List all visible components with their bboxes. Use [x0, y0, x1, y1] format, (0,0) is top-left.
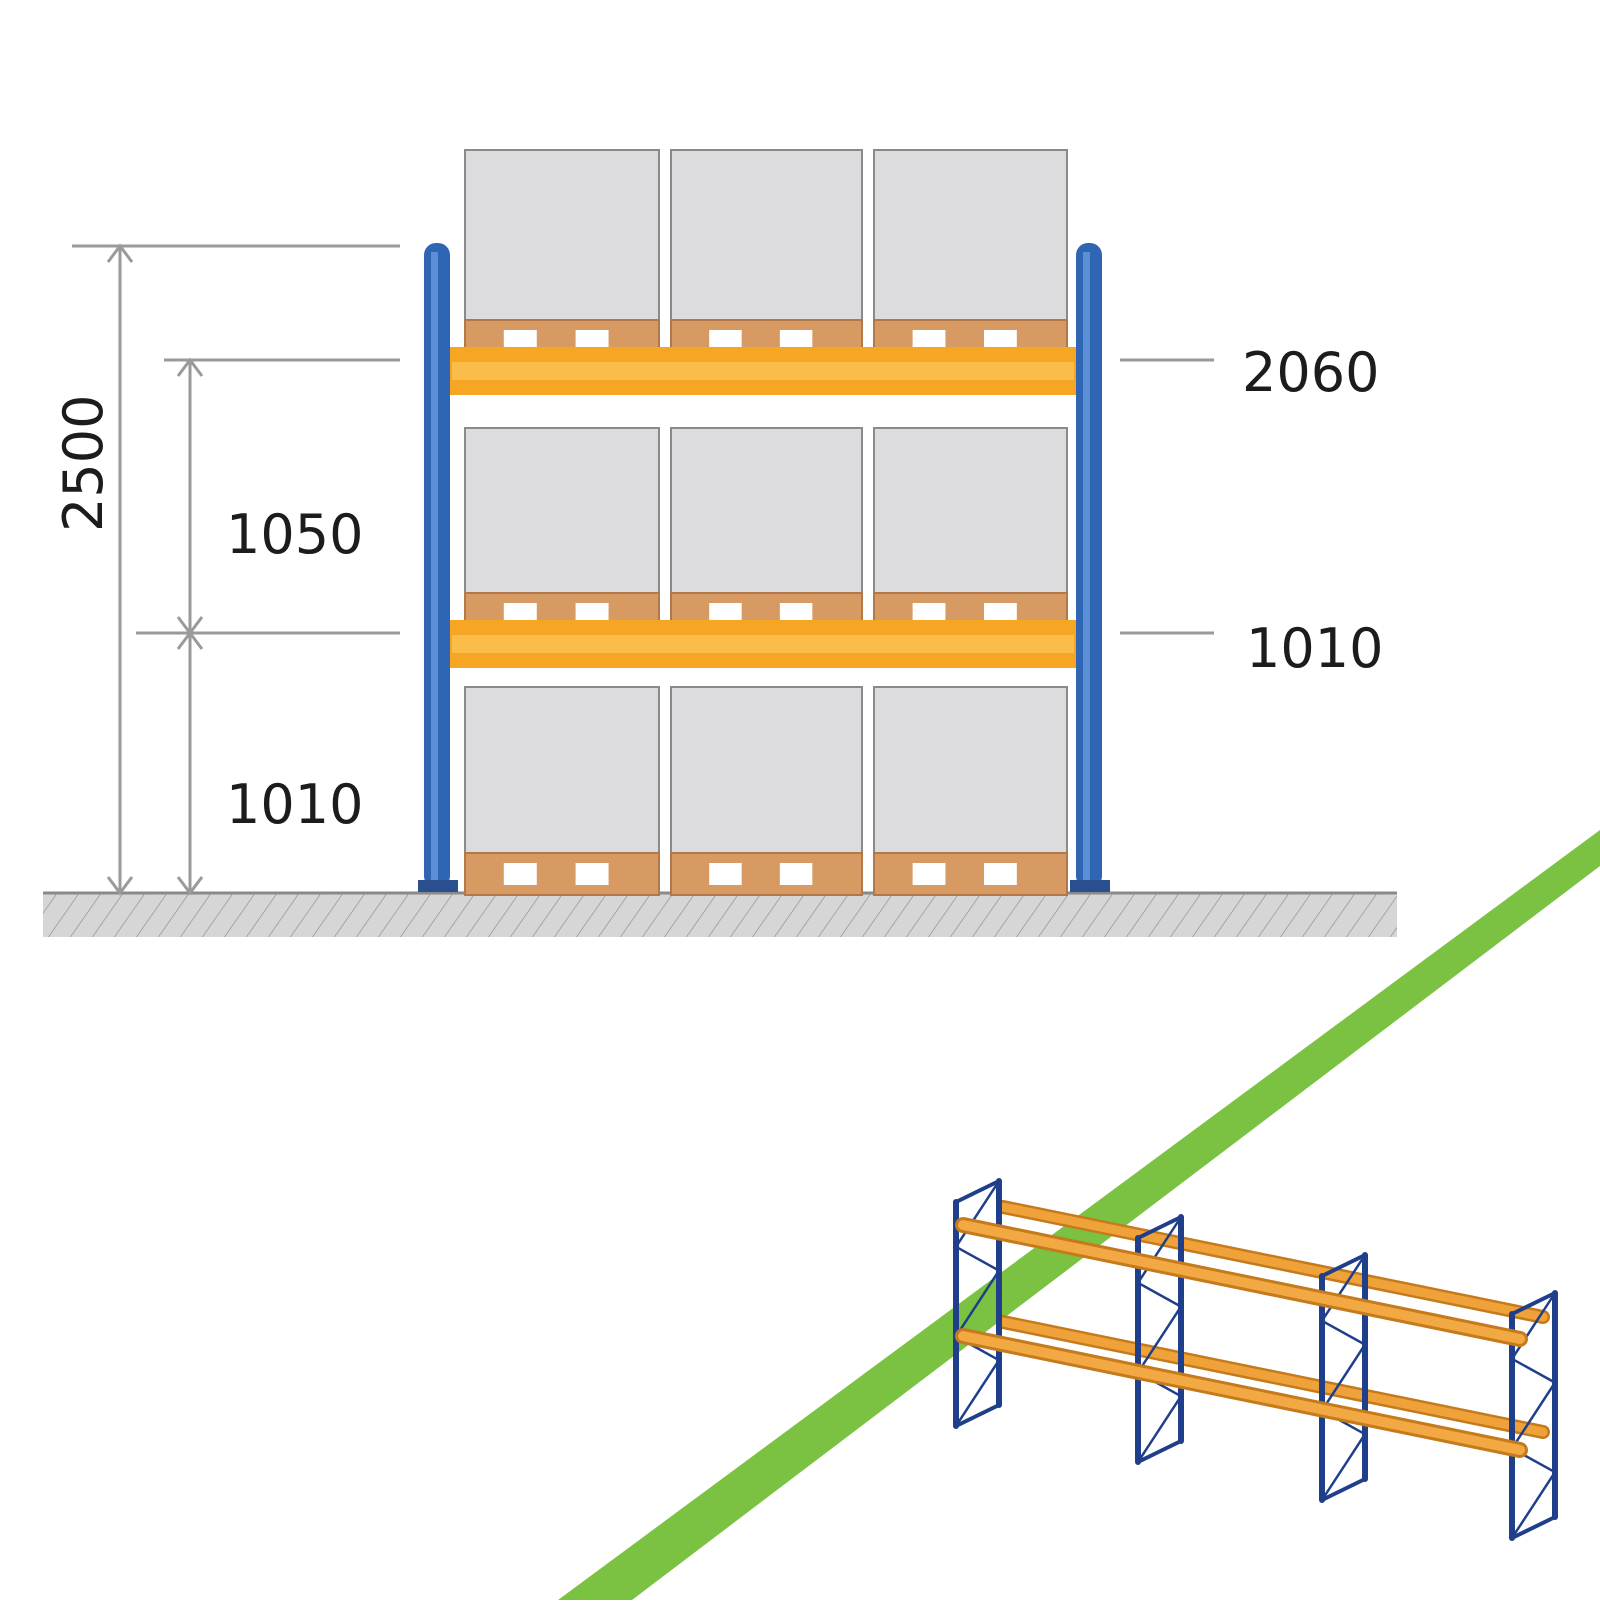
- pallet-fork-opening: [984, 330, 1017, 352]
- overall-height-label: 2500: [52, 395, 115, 532]
- pallet-fork-opening: [984, 603, 1017, 625]
- load-box: [670, 686, 863, 854]
- load-box: [873, 149, 1068, 321]
- rack-isometric: [953, 1178, 1558, 1541]
- pallet: [464, 852, 660, 896]
- green-diagonal-stripe: [558, 830, 1600, 1600]
- dimension-lines: [72, 243, 1214, 896]
- pallet-fork-opening: [912, 603, 946, 625]
- pallet-fork-opening: [575, 863, 609, 885]
- pallet-fork-opening: [779, 863, 813, 885]
- iso-beams-front: [955, 1217, 1528, 1458]
- pallet-fork-opening: [709, 863, 742, 885]
- pallet-fork-opening: [709, 330, 742, 352]
- pallet-fork-opening: [503, 603, 537, 625]
- pallet: [873, 852, 1068, 896]
- upright-frame: [1135, 1214, 1184, 1465]
- pallet-fork-opening: [503, 863, 537, 885]
- load-box: [873, 427, 1068, 594]
- upright-right: [1070, 243, 1110, 892]
- upright-frame: [953, 1178, 1002, 1429]
- load-box: [670, 427, 863, 594]
- upright-frames: [953, 1178, 1558, 1541]
- pallet-fork-opening: [575, 603, 609, 625]
- beam-lower: [436, 620, 1092, 668]
- upper-gap-label: 1050: [226, 503, 363, 566]
- pallet-fork-opening: [912, 330, 946, 352]
- load-box: [464, 686, 660, 854]
- pallet-fork-opening: [503, 330, 537, 352]
- pallet-fork-opening: [709, 603, 742, 625]
- beam-level-bottom-label: 1010: [1246, 617, 1383, 680]
- pallet: [670, 852, 863, 896]
- load-box: [464, 149, 660, 321]
- pallet-fork-opening: [984, 863, 1017, 885]
- pallet-fork-opening: [575, 330, 609, 352]
- upright-frame: [1509, 1290, 1558, 1541]
- front-elevation: 2500 1050 1010 2060 1010: [43, 149, 1397, 937]
- load-box: [464, 427, 660, 594]
- lower-gap-label: 1010: [226, 773, 363, 836]
- iso-beams-back: [996, 1200, 1550, 1439]
- upright-frame: [1319, 1252, 1368, 1503]
- pallet-fork-opening: [779, 603, 813, 625]
- beam-upper: [436, 347, 1092, 395]
- pallet-loads: [464, 149, 1068, 896]
- beam-level-top-label: 2060: [1242, 341, 1379, 404]
- floor-slab: [43, 893, 1397, 937]
- pallet-fork-opening: [779, 330, 813, 352]
- upright-left: [418, 243, 458, 892]
- pallet-fork-opening: [912, 863, 946, 885]
- load-box: [670, 149, 863, 321]
- load-box: [873, 686, 1068, 854]
